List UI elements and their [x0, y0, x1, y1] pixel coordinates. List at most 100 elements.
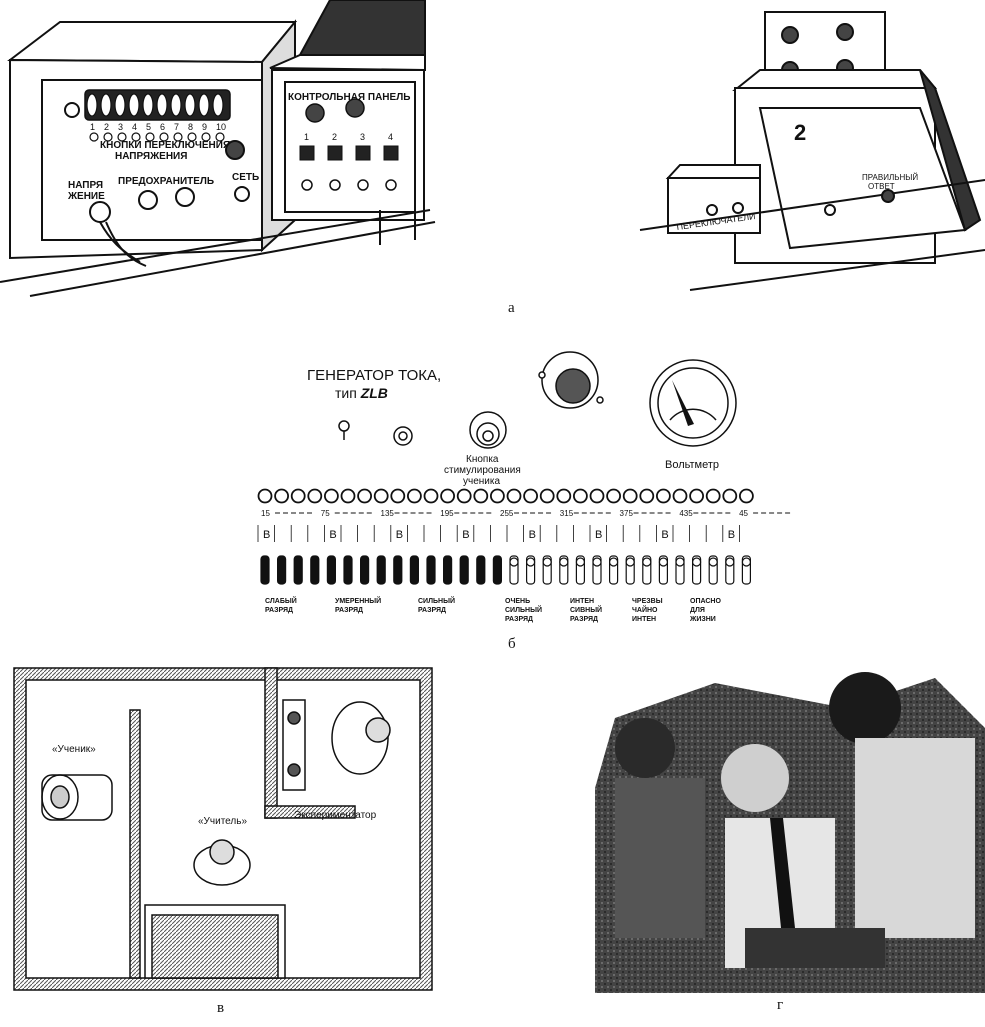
control-button-2[interactable]: [328, 146, 342, 160]
shock-switch[interactable]: [294, 556, 302, 584]
floor-plan: «Ученик» «Учитель» Экспериментатор: [0, 660, 440, 1022]
panel-g: г: [595, 668, 985, 1022]
category-label: ОЧЕНЬ: [505, 598, 530, 605]
indicator-lamp: [342, 490, 355, 503]
indicator-lamp: [557, 490, 570, 503]
shock-switch[interactable]: [444, 556, 452, 584]
category-label: СИЛЬНЫЙ: [418, 596, 455, 605]
shock-switch[interactable]: [311, 556, 319, 584]
voltage-switch-7[interactable]: [171, 94, 181, 116]
indicator-lamp: [723, 490, 736, 503]
category-label: ЧАЙНО: [632, 605, 658, 614]
voltage-switch-1[interactable]: [87, 94, 97, 116]
panel-v: «Ученик» «Учитель» Экспериментатор в: [0, 660, 440, 1022]
network-switch[interactable]: [235, 187, 249, 201]
control-knob-left[interactable]: [306, 104, 324, 122]
shock-switch[interactable]: [261, 556, 269, 584]
shock-switch-knob: [726, 558, 734, 566]
generator-type-prefix: тип ZLB: [335, 385, 388, 401]
scale-number: 135: [381, 509, 395, 518]
category-label: ОПАСНО: [690, 598, 721, 605]
category-label: РАЗРЯД: [505, 616, 533, 623]
shock-switch-knob: [709, 558, 717, 566]
indicator-lamp: [391, 490, 404, 503]
shock-switch[interactable]: [278, 556, 286, 584]
voltage-switch-8[interactable]: [185, 94, 195, 116]
indicator-lamp: [425, 490, 438, 503]
control-button-3[interactable]: [356, 146, 370, 160]
shock-switch[interactable]: [477, 556, 485, 584]
voltage-switch-label-line1: КНОПКИ ПЕРЕКЛЮЧЕНИЯ: [100, 140, 230, 151]
generator-title-line1: ГЕНЕРАТОР ТОКА,: [307, 367, 441, 384]
indicator-lamp: [591, 490, 604, 503]
shock-switch-knob: [610, 558, 618, 566]
shock-switch[interactable]: [344, 556, 352, 584]
shock-switch-knob: [593, 558, 601, 566]
shock-switch[interactable]: [377, 556, 385, 584]
switch-number: 3: [118, 122, 123, 132]
lamp-row: [259, 490, 753, 503]
category-label: РАЗРЯД: [418, 607, 446, 614]
voltage-switch-4[interactable]: [129, 94, 139, 116]
shock-categories: СЛАБЫЙРАЗРЯДУМЕРЕННЫЙРАЗРЯДСИЛЬНЫЙРАЗРЯД…: [265, 596, 721, 623]
volt-letter: В: [661, 529, 668, 541]
indicator-lamp: [674, 490, 687, 503]
scale-number: 435: [679, 509, 693, 518]
shock-switch-knob: [742, 558, 750, 566]
shock-switch[interactable]: [410, 556, 418, 584]
control-lamp-4: [386, 180, 396, 190]
control-knob-right[interactable]: [346, 99, 364, 117]
control-button-1[interactable]: [300, 146, 314, 160]
indicator-lamp: [640, 490, 653, 503]
indicator-lamp: [408, 490, 421, 503]
fuse-knob-1[interactable]: [139, 191, 157, 209]
indicator-knob[interactable]: [65, 103, 79, 117]
shock-switch-knob: [543, 558, 551, 566]
scale-number: 15: [261, 509, 270, 518]
volt-letter: В: [396, 529, 403, 541]
shock-switch[interactable]: [361, 556, 369, 584]
indicator-lamp: [259, 490, 272, 503]
panel-b-caption: б: [508, 636, 516, 653]
correct-answer-line2: ОТВЕТ: [868, 182, 895, 191]
panel-b-drawing: ГЕНЕРАТОР ТОКА, тип ZLB Кнопка стимулиро…: [0, 330, 985, 660]
voltage-switch-10[interactable]: [213, 94, 223, 116]
shock-switch-knob: [527, 558, 535, 566]
category-label: СЛАБЫЙ: [265, 596, 297, 605]
control-number: 2: [332, 132, 337, 142]
category-label: УМЕРЕННЫЙ: [335, 596, 381, 605]
scale-number: 195: [440, 509, 454, 518]
category-label: СИВНЫЙ: [570, 605, 602, 614]
shock-switch-knob: [676, 558, 684, 566]
dial-knob[interactable]: [226, 141, 244, 159]
shock-switch[interactable]: [493, 556, 501, 584]
switch-number: 6: [160, 122, 165, 132]
voltage-switch-5[interactable]: [143, 94, 153, 116]
switch-number: 4: [132, 122, 137, 132]
shock-switch[interactable]: [460, 556, 468, 584]
indicator-lamp: [707, 490, 720, 503]
control-button-4[interactable]: [384, 146, 398, 160]
switch-number: 10: [216, 122, 226, 132]
toggle-switch[interactable]: [339, 421, 349, 431]
panel-v-caption: в: [217, 1000, 224, 1017]
fuse-knob-2[interactable]: [176, 188, 194, 206]
voltage-switch-2[interactable]: [101, 94, 111, 116]
switch-number: 8: [188, 122, 193, 132]
voltage-switch-6[interactable]: [157, 94, 167, 116]
shock-switch[interactable]: [327, 556, 335, 584]
voltage-switch-3[interactable]: [115, 94, 125, 116]
shock-switch-knob: [626, 558, 634, 566]
volt-letter: В: [595, 529, 602, 541]
voltage-switch-9[interactable]: [199, 94, 209, 116]
indicator-lamp: [607, 490, 620, 503]
indicator-lamp: [474, 490, 487, 503]
shock-switch[interactable]: [427, 556, 435, 584]
indicator-lamp: [508, 490, 521, 503]
switch-row: [261, 556, 750, 584]
voltage-value-row: ВВВВВВВВ: [258, 525, 739, 542]
voltage-knob[interactable]: [90, 202, 110, 222]
shock-switch[interactable]: [394, 556, 402, 584]
shock-switch-knob: [560, 558, 568, 566]
answer-box: [640, 12, 985, 290]
